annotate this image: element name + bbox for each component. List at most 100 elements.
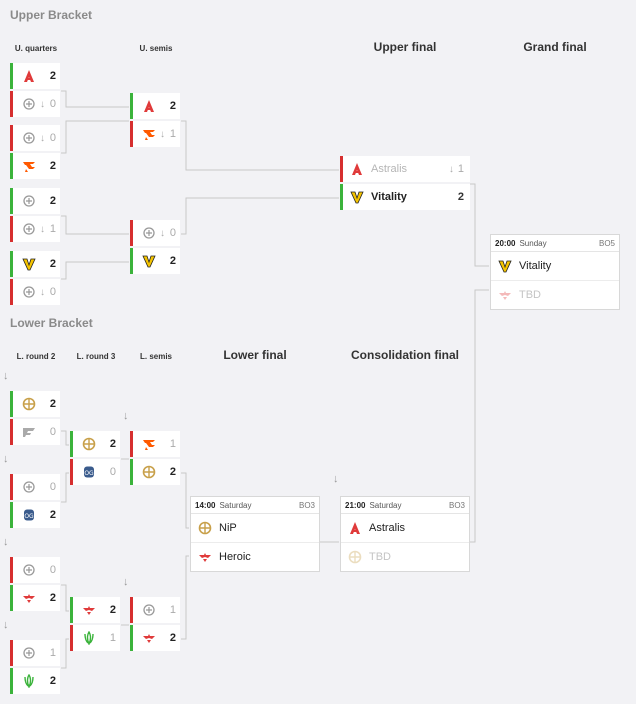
col-l-semis: L. semis — [139, 352, 172, 361]
vitality-logo-icon — [141, 253, 157, 269]
team-logo-icon — [141, 225, 157, 241]
match-lr2-2[interactable]: 0 OG 2 — [10, 474, 60, 530]
heroic-logo-icon — [21, 590, 37, 606]
team-name: NiP — [219, 522, 237, 534]
upper-bracket-title: Upper Bracket — [10, 8, 93, 22]
team-score: 2 — [49, 509, 56, 521]
team-score: 2 — [49, 592, 56, 604]
match-lr2-3[interactable]: 0 2 — [10, 557, 60, 613]
team-score: 1 — [169, 438, 176, 450]
match-format: BO3 — [448, 500, 465, 510]
match-lr3-1[interactable]: 2 OG 0 — [70, 431, 120, 487]
match-day: Saturday — [369, 500, 402, 510]
match-lr2-1[interactable]: 2 0 — [10, 391, 60, 447]
astralis-logo-icon — [347, 520, 363, 536]
team-score: 2 — [49, 70, 56, 82]
team-name: TBD — [369, 551, 391, 563]
col-lower-final: Lower final — [223, 348, 287, 362]
team-logo-icon — [21, 193, 37, 209]
team-score: 2 — [49, 160, 56, 172]
team-score: 2 — [169, 100, 176, 112]
team-logo-icon — [21, 645, 37, 661]
down-arrow-icon: ↓ — [40, 286, 45, 298]
team-score: 2 — [49, 675, 56, 687]
drop-arrow-icon: ↓ — [123, 576, 129, 588]
svg-text:OG: OG — [84, 470, 94, 477]
match-ls2[interactable]: 1 2 — [130, 597, 180, 653]
team-name: Vitality — [371, 191, 407, 203]
team-logo-icon — [21, 96, 37, 112]
team-score: 2 — [49, 398, 56, 410]
team-logo-icon — [21, 479, 37, 495]
nip-logo-icon — [141, 464, 157, 480]
team-name: TBD — [519, 289, 541, 301]
astralis-logo-icon — [21, 68, 37, 84]
match-format: BO3 — [298, 500, 315, 510]
down-arrow-icon: ↓ — [40, 223, 45, 235]
col-l-round2: L. round 2 — [16, 352, 56, 361]
svg-text:OG: OG — [24, 513, 34, 520]
match-ls1[interactable]: 1 2 — [130, 431, 180, 487]
match-us1[interactable]: 2 ↓ 1 — [130, 93, 180, 149]
team-score: 0 — [49, 481, 56, 493]
team-score: 2 — [457, 191, 464, 203]
down-arrow-icon: ↓ — [160, 128, 165, 140]
drop-arrow-icon: ↓ — [3, 453, 9, 465]
nip-logo-icon — [21, 396, 37, 412]
match-lr3-2[interactable]: 2 1 — [70, 597, 120, 653]
col-l-round3: L. round 3 — [76, 352, 116, 361]
team-score: 0 — [49, 132, 56, 144]
drop-arrow-icon: ↓ — [3, 370, 9, 382]
team-score: 1 — [109, 632, 116, 644]
down-arrow-icon: ↓ — [40, 98, 45, 110]
team-score: 1 — [49, 223, 56, 235]
sprout-logo-icon — [81, 630, 97, 646]
lower-bracket-title: Lower Bracket — [10, 316, 93, 330]
col-upper-final: Upper final — [373, 40, 437, 54]
team-score: 2 — [49, 258, 56, 270]
team-logo-icon — [21, 562, 37, 578]
sprout-logo-icon — [21, 673, 37, 689]
team-name: Vitality — [519, 260, 552, 272]
team-score: 2 — [109, 438, 116, 450]
vitality-logo-icon — [497, 258, 513, 274]
team-score: 1 — [169, 604, 176, 616]
drop-arrow-icon: ↓ — [3, 536, 9, 548]
match-uq2[interactable]: ↓ 0 2 — [10, 125, 60, 181]
og-logo-icon: OG — [21, 507, 37, 523]
match-day: Sunday — [519, 238, 547, 248]
fnatic-logo-icon — [141, 126, 157, 142]
match-uq4[interactable]: 2 ↓0 — [10, 251, 60, 307]
team-score: 1 — [457, 163, 464, 175]
team-score: 0 — [109, 466, 116, 478]
col-consolidation-final: Consolidation final — [351, 348, 459, 362]
match-uq3[interactable]: 2 ↓ 1 — [10, 188, 60, 244]
match-us2[interactable]: ↓0 2 — [130, 220, 180, 276]
match-lr2-4[interactable]: 1 2 — [10, 640, 60, 696]
team-score: 2 — [49, 195, 56, 207]
fnatic-logo-icon — [141, 436, 157, 452]
down-arrow-icon: ↓ — [40, 132, 45, 144]
match-uq1[interactable]: 2 ↓ 0 — [10, 63, 60, 119]
heroic-logo-icon — [141, 630, 157, 646]
team-score: 1 — [169, 128, 176, 140]
match-time: 14:00 — [195, 500, 216, 510]
nip-logo-icon — [197, 520, 213, 536]
fnatic-logo-icon — [21, 158, 37, 174]
down-arrow-icon: ↓ — [160, 227, 165, 239]
col-u-semis: U. semis — [139, 44, 173, 53]
team-score: 0 — [49, 98, 56, 110]
drop-arrow-icon: ↓ — [3, 619, 9, 631]
drop-arrow-icon: ↓ — [123, 410, 129, 422]
vitality-logo-icon — [21, 256, 37, 272]
team-score: 2 — [169, 255, 176, 267]
team-logo-icon — [21, 284, 37, 300]
astralis-logo-icon — [141, 98, 157, 114]
team-logo-icon — [21, 221, 37, 237]
heroic-logo-icon — [197, 549, 213, 565]
nip-logo-icon — [81, 436, 97, 452]
